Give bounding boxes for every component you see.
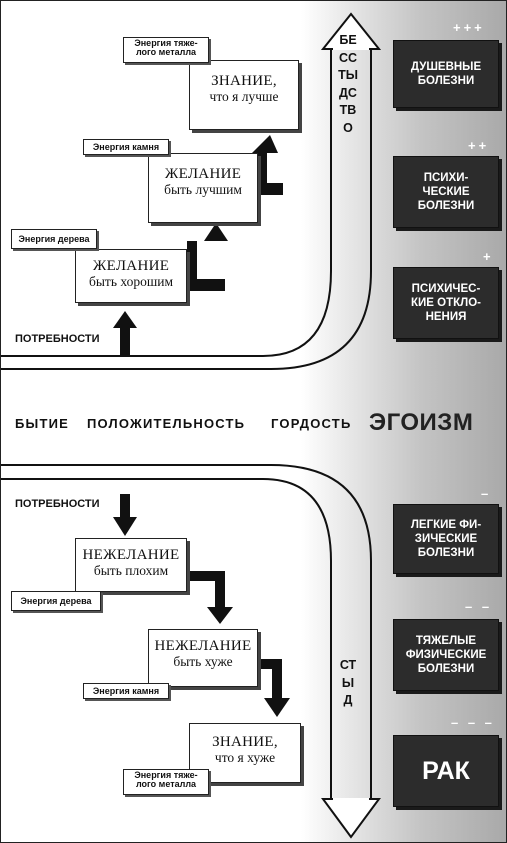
upper-band-outer xyxy=(1,46,372,370)
middle-word-bytie: БЫТИЕ xyxy=(15,416,70,431)
lower-step-2-title: НЕЖЕЛАНИЕ xyxy=(154,638,252,654)
upper-step-1-energy: Энергия дерева xyxy=(11,229,97,249)
lower-step-3-energy: Энергия тяже- лого металла xyxy=(123,769,209,795)
upper-step-3-subtitle: что я лучше xyxy=(209,88,279,104)
upper-flow-arrows xyxy=(113,135,283,356)
lower-step-2-energy: Энергия камня xyxy=(83,683,169,699)
upper-step-3-energy: Энергия тяже- лого металла xyxy=(123,37,209,63)
disease-1-mark: +++ xyxy=(453,20,485,35)
lower-step-1-energy: Энергия дерева xyxy=(11,591,101,611)
disease-6-box: РАК xyxy=(393,735,499,807)
disease-3-mark: + xyxy=(483,249,494,264)
disease-6-mark: – – – xyxy=(451,715,495,730)
upper-step-1-subtitle: быть хорошим xyxy=(88,273,174,289)
bezstydstvo-vertical-word: БЕССТЫДСТВО xyxy=(338,33,358,135)
lower-step-1-subtitle: быть плохим xyxy=(93,562,169,578)
styd-arrowhead xyxy=(321,798,381,839)
upper-step-2-title: ЖЕЛАНИЕ xyxy=(164,166,242,182)
lower-flow-arrows xyxy=(113,494,290,717)
disease-4-mark: – xyxy=(481,486,492,501)
disease-1-box: ДУШЕВНЫЕ БОЛЕЗНИ xyxy=(393,40,499,108)
lower-step-1-title: НЕЖЕЛАНИЕ xyxy=(82,547,180,563)
egoism-title: ЭГОИЗМ xyxy=(369,409,474,436)
middle-word-gordost: ГОРДОСТЬ xyxy=(271,416,352,431)
disease-3-box: ПСИХИЧЕС- КИЕ ОТКЛО- НЕНИЯ xyxy=(393,267,499,339)
lower-needs-label: ПОТРЕБНОСТИ xyxy=(15,498,100,510)
lower-step-2-box: НЕЖЕЛАНИЕ быть хуже xyxy=(148,629,258,687)
middle-word-polozhitelnost: ПОЛОЖИТЕЛЬНОСТЬ xyxy=(87,416,246,431)
disease-5-box: ТЯЖЕЛЫЕ ФИЗИЧЕСКИЕ БОЛЕЗНИ xyxy=(393,619,499,691)
disease-5-mark: – – xyxy=(465,599,493,614)
upper-band-inner xyxy=(1,46,332,357)
lower-band-inner xyxy=(1,478,332,799)
upper-step-1-box: ЖЕЛАНИЕ быть хорошим xyxy=(75,249,187,303)
upper-needs-label: ПОТРЕБНОСТИ xyxy=(15,333,100,345)
disease-4-box: ЛЕГКИЕ ФИ- ЗИЧЕСКИЕ БОЛЕЗНИ xyxy=(393,504,499,574)
disease-2-mark: ++ xyxy=(468,138,490,153)
lower-step-2-subtitle: быть хуже xyxy=(173,653,233,669)
upper-step-2-box: ЖЕЛАНИЕ быть лучшим xyxy=(148,153,258,223)
upper-step-2-energy: Энергия камня xyxy=(83,139,169,155)
upper-step-2-subtitle: быть лучшим xyxy=(164,181,242,197)
disease-2-box: ПСИХИ- ЧЕСКИЕ БОЛЕЗНИ xyxy=(393,156,499,228)
upper-step-1-title: ЖЕЛАНИЕ xyxy=(92,258,170,274)
styd-vertical-word: СТЫД xyxy=(339,658,357,707)
lower-step-1-box: НЕЖЕЛАНИЕ быть плохим xyxy=(75,538,187,592)
lower-step-3-title: ЗНАНИЕ, xyxy=(212,734,278,750)
upper-step-3-box: ЗНАНИЕ, что я лучше xyxy=(189,60,299,130)
lower-step-3-subtitle: что я хуже xyxy=(214,749,276,765)
upper-step-3-title: ЗНАНИЕ, xyxy=(211,73,277,89)
lower-band-outer xyxy=(1,464,372,799)
